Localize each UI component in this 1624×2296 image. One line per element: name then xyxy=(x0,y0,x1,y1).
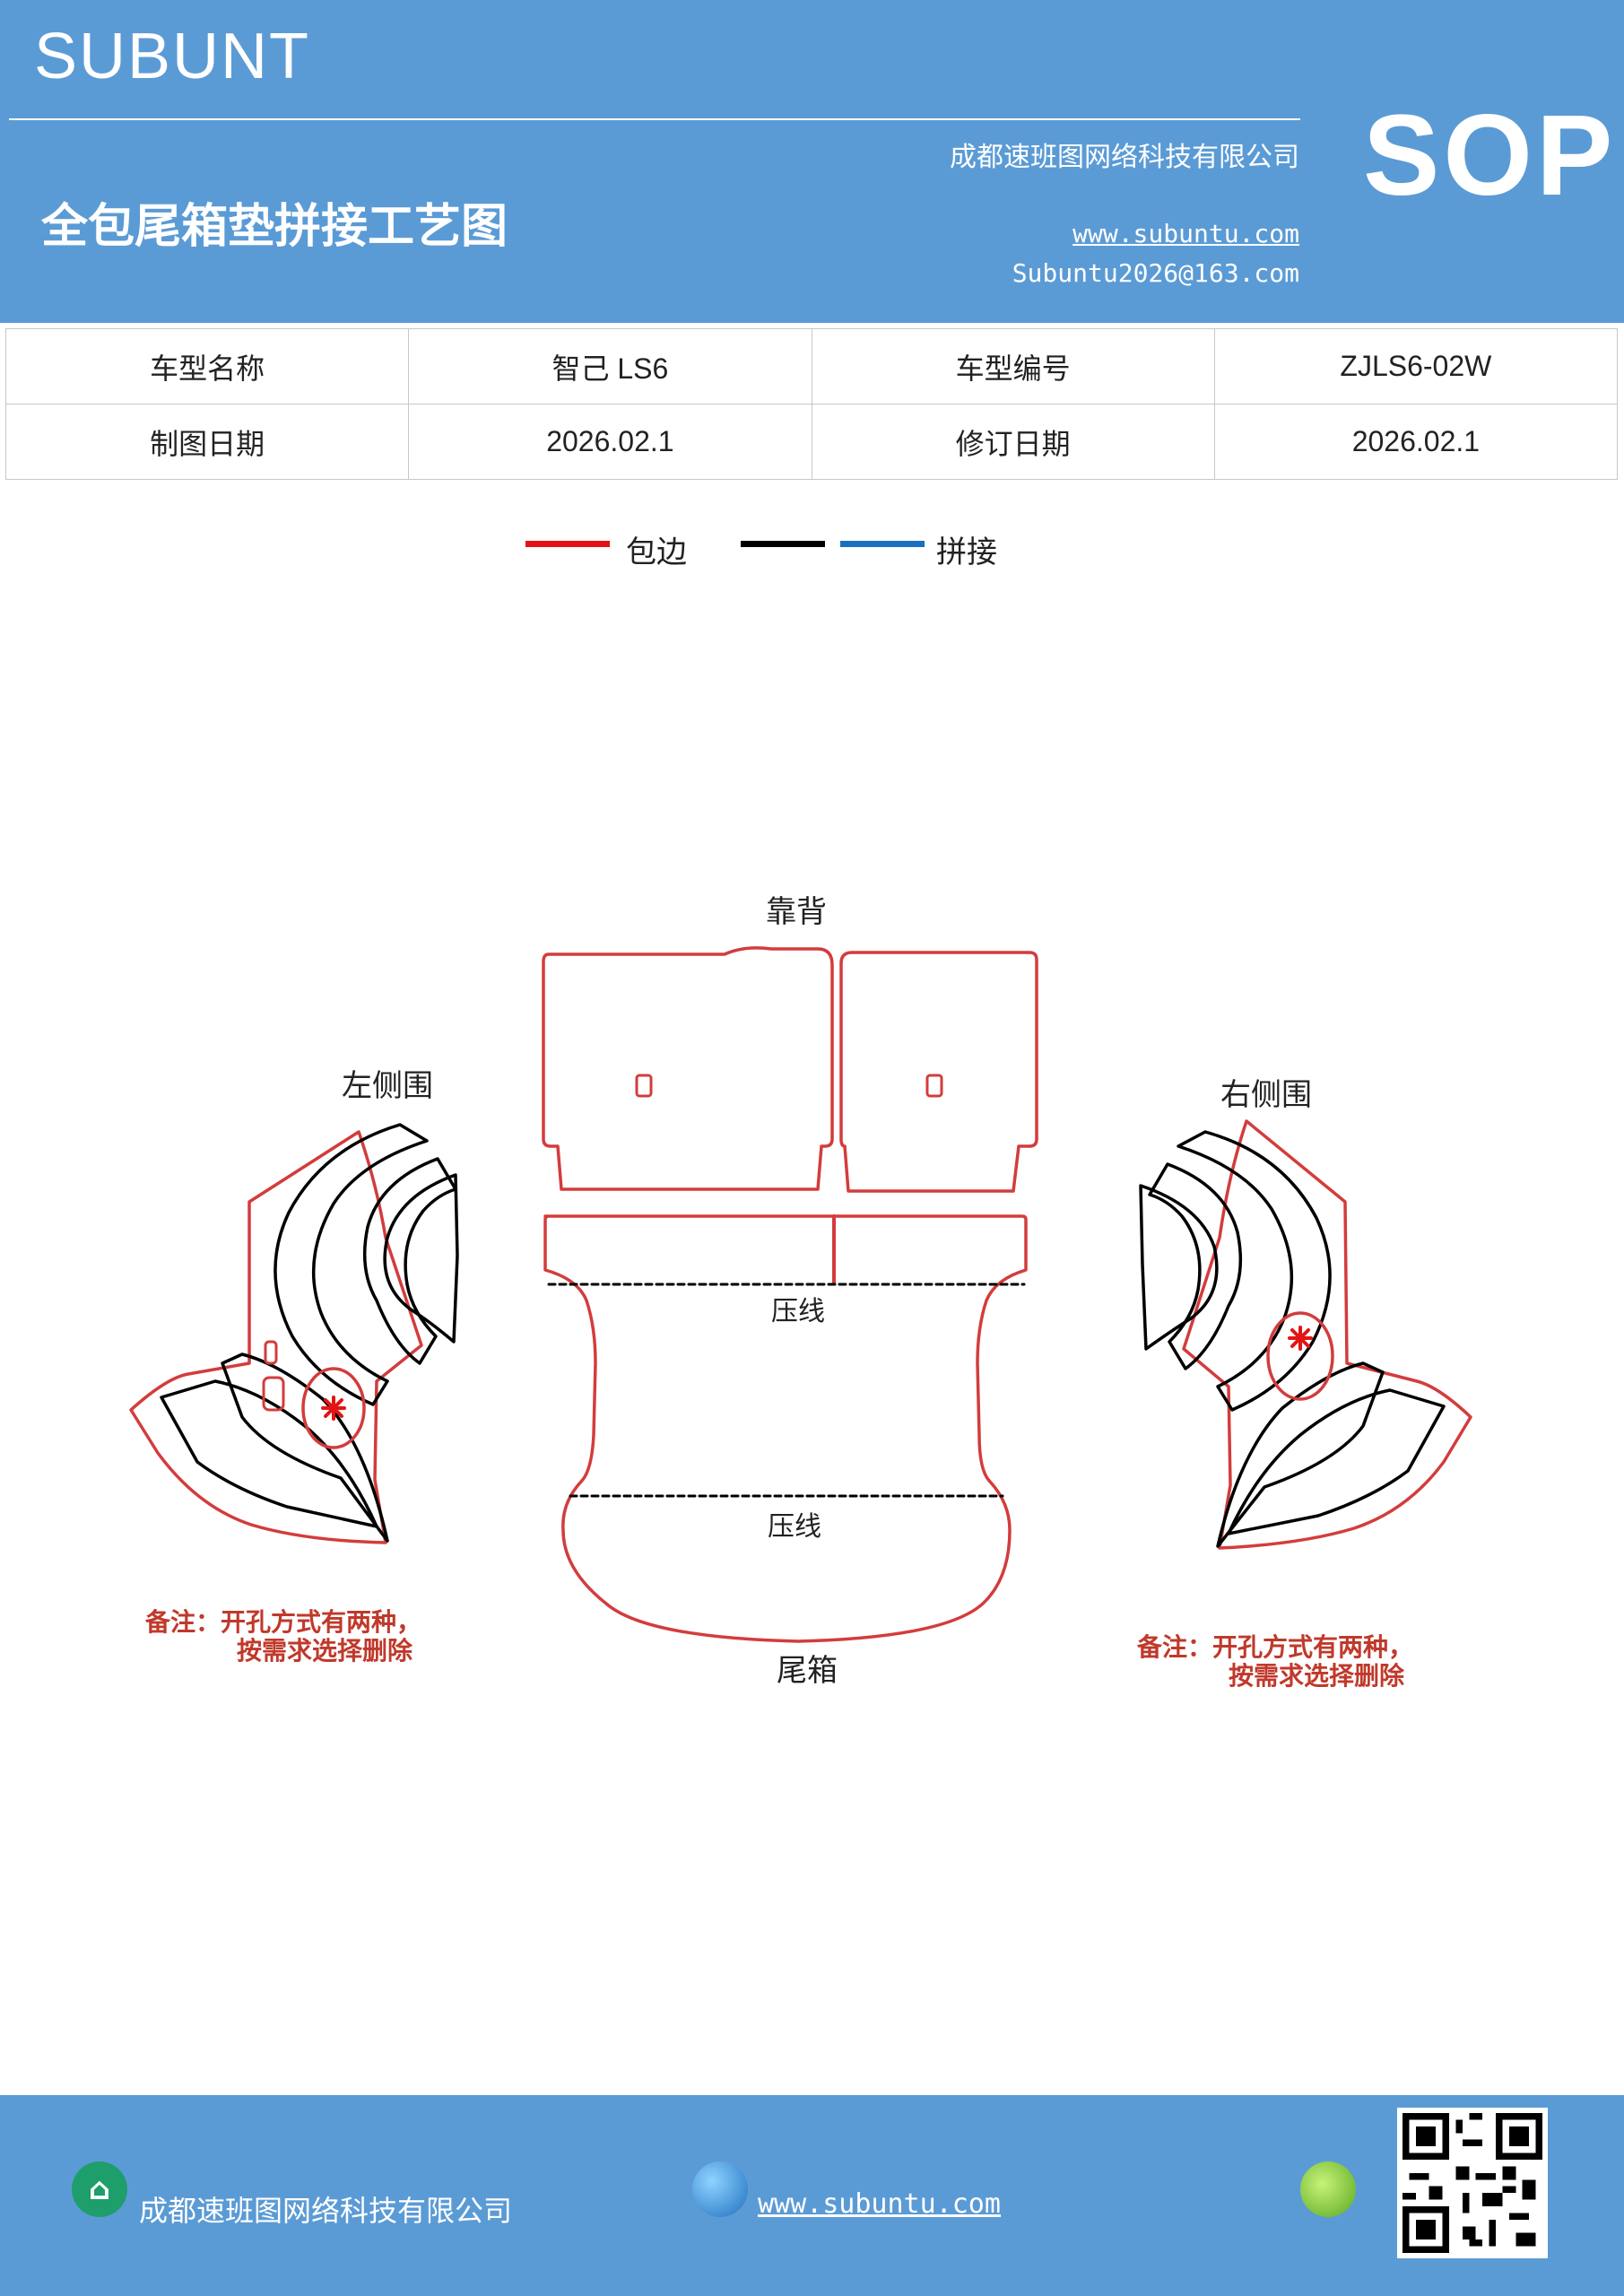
vehicle-info-table: 车型名称 智己 LS6 车型编号 ZJLS6-02W 制图日期 2026.02.… xyxy=(4,328,1619,480)
right-side-arc-1 xyxy=(1177,1130,1332,1412)
right-vent-flower-icon xyxy=(1288,1326,1313,1351)
email-address[interactable]: Subuntu2026@163.com xyxy=(1012,258,1299,288)
model-name-label: 车型名称 xyxy=(4,328,410,404)
right-side-swoosh-1 xyxy=(1227,1388,1446,1535)
backrest-right-panel xyxy=(839,951,1038,1193)
backrest-label: 靠背 xyxy=(766,894,827,930)
right-side-arc-3 xyxy=(1139,1184,1219,1351)
footer-company-name: 成都速班图网络科技有限公司 xyxy=(139,2194,513,2228)
building-icon: ⌂ xyxy=(72,2161,127,2217)
qr-code-pattern xyxy=(1403,2113,1542,2253)
legend-edging-swatch xyxy=(525,541,610,547)
globe-icon xyxy=(692,2161,748,2217)
left-side-slot-small xyxy=(264,1340,278,1365)
right-side-arc-2 xyxy=(1148,1162,1243,1370)
left-vent-flower-icon xyxy=(321,1396,346,1421)
left-side-swoosh-1 xyxy=(160,1379,378,1528)
revision-date-value: 2026.02.1 xyxy=(1213,404,1619,480)
trunk-label: 尾箱 xyxy=(777,1653,838,1689)
model-code-label: 车型编号 xyxy=(811,328,1215,404)
footer-banner: ⌂ 成都速班图网络科技有限公司 www.subuntu.com xyxy=(0,2095,1624,2296)
right-side-swoosh-2 xyxy=(1216,1361,1385,1548)
right-side-outline xyxy=(1182,1119,1472,1550)
left-side-label: 左侧围 xyxy=(342,1068,433,1104)
drawing-date-label: 制图日期 xyxy=(4,404,410,480)
backrest-left-panel xyxy=(542,946,834,1191)
table-row: 制图日期 2026.02.1 修订日期 2026.02.1 xyxy=(4,404,1619,480)
document-title: 全包尾箱垫拼接工艺图 xyxy=(41,199,508,254)
right-side-label: 右侧围 xyxy=(1220,1077,1312,1113)
left-side-slot-large xyxy=(262,1376,285,1412)
website-link[interactable]: www.subuntu.com xyxy=(1073,219,1299,248)
header-banner: SUBUNT 全包尾箱垫拼接工艺图 成都速班图网络科技有限公司 www.subu… xyxy=(0,0,1624,323)
left-side-swoosh-2 xyxy=(221,1352,389,1543)
legend-splice-swatch xyxy=(840,541,925,547)
trunk-floor-panel xyxy=(543,1214,1028,1643)
drawing-date-value: 2026.02.1 xyxy=(408,404,812,480)
table-row: 车型名称 智己 LS6 车型编号 ZJLS6-02W xyxy=(4,328,1619,404)
qr-code[interactable] xyxy=(1397,2108,1548,2258)
legend: 包边 拼接 xyxy=(0,527,1624,581)
left-side-arc-2 xyxy=(362,1157,457,1365)
left-side-vent-oval xyxy=(301,1367,366,1449)
header-divider xyxy=(9,118,1300,120)
legend-edging-label: 包边 xyxy=(626,535,687,570)
leaf-icon xyxy=(1300,2161,1356,2217)
right-side-vent-oval xyxy=(1266,1311,1334,1401)
press-line-upper-label: 压线 xyxy=(771,1296,825,1327)
press-line-lower-label: 压线 xyxy=(768,1511,821,1543)
left-note-line1: 备注：开孔方式有两种， xyxy=(144,1607,421,1637)
brand-logo-text: SUBUNT xyxy=(34,21,311,92)
left-side-arc-1 xyxy=(274,1123,429,1406)
model-code-value: ZJLS6-02W xyxy=(1213,328,1619,404)
backrest-left-hole xyxy=(635,1074,653,1098)
left-side-arc-3 xyxy=(383,1173,459,1344)
legend-black-swatch xyxy=(741,541,825,547)
sop-badge: SOP xyxy=(1363,91,1617,220)
company-name: 成都速班图网络科技有限公司 xyxy=(950,142,1299,173)
left-side-outline xyxy=(129,1130,423,1544)
legend-splice-label: 拼接 xyxy=(936,535,997,570)
model-name-value: 智己 LS6 xyxy=(408,328,812,404)
trunk-mat-diagram: 靠背 左侧围 右侧围 压线 压线 尾箱 备注：开孔方式有两种， 按需求选择删除 … xyxy=(129,894,1472,1691)
backrest-right-hole xyxy=(925,1074,943,1098)
right-note-line1: 备注：开孔方式有两种， xyxy=(1136,1632,1413,1662)
left-note-line2: 按需求选择删除 xyxy=(237,1636,413,1665)
right-note-line2: 按需求选择删除 xyxy=(1229,1661,1405,1691)
footer-website-link[interactable]: www.subuntu.com xyxy=(758,2188,1001,2220)
revision-date-label: 修订日期 xyxy=(811,404,1215,480)
